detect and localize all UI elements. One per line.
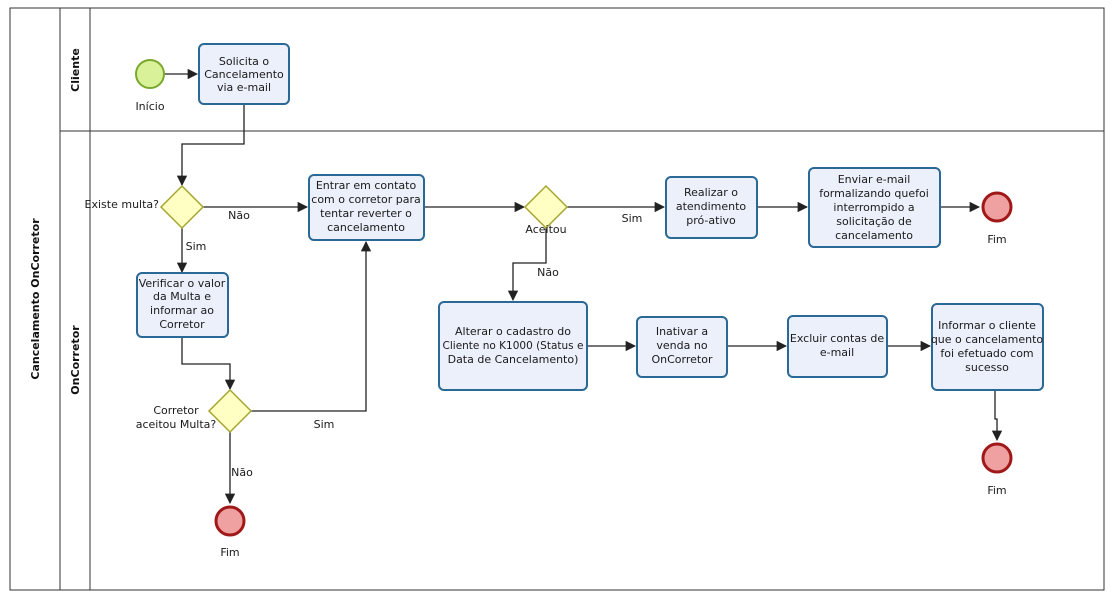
edge-label-existe-sim: Sim [186,240,207,253]
task-text-line: Cliente no K1000 (Status e [443,340,584,352]
task-text-line: atendimento [676,200,747,213]
end-event-label-3: Fim [987,484,1006,497]
edge-labels: Não Sim Sim Não Sim Não [186,209,643,479]
task-text-line: Corretor [159,318,205,331]
gateway-corretor-aceitou-label-1: Corretor [153,404,199,417]
edge-label-existe-nao: Não [228,209,250,222]
task-text-line: Solicita o [219,55,269,68]
flow-aceitou-alterar [507,228,547,302]
gateway-aceitou[interactable] [523,184,569,230]
task-verificar-multa[interactable]: Verificar o valor da Multa e informar ao… [136,272,229,338]
task-realizar-atendimento[interactable]: Realizar o atendimento pró-ativo [665,176,758,239]
task-box[interactable] [308,174,425,241]
gateway-existe-multa-label: Existe multa? [85,198,160,211]
end-event-fim-1[interactable] [214,505,246,537]
lane-title-oncorretor: OnCorretor [69,325,82,395]
task-text-line: formalizando quefoi [819,187,929,200]
end-event-fim-3[interactable] [981,442,1013,474]
task-enviar-email[interactable]: Enviar e-mail formalizando quefoi interr… [808,167,941,248]
flow-corretor-entrar [250,240,372,412]
task-box[interactable] [931,303,1044,391]
task-text-line: cancelamento [327,221,405,234]
task-text-line: Alterar o cadastro do [455,325,571,338]
task-text-line: Cancelamento [204,68,284,81]
task-text-line: interrompido a [833,201,914,214]
events: Início Fim Fim Fim [135,59,1013,559]
task-text-line: Excluir contas de [790,332,884,345]
task-text-line: informar ao [150,304,214,317]
task-box[interactable] [198,43,290,105]
end-event-label-1: Fim [220,546,239,559]
task-text-line: foi efetuado com [940,347,1033,360]
task-text-line: e-mail [820,346,854,359]
start-event-label: Início [135,100,164,113]
task-box[interactable] [438,301,588,391]
task-text-line: que o cancelamento [931,333,1044,346]
task-text-line: da Multa e [153,290,211,303]
task-box[interactable] [136,272,229,338]
task-alterar-cadastro[interactable]: Alterar o cadastro do Cliente no K1000 (… [438,301,588,391]
task-box[interactable] [665,176,758,239]
edge-label-aceitou-sim: Sim [622,212,643,225]
flow-verificar-corretor [181,338,236,391]
pool-title: Cancelamento OnCorretor [29,218,42,380]
gateway-aceitou-label: Aceitou [525,223,566,236]
task-text-line: Enviar e-mail [838,173,911,186]
task-text-line: Data de Cancelamento) [448,353,579,366]
task-box[interactable] [636,316,728,378]
gateways: Existe multa? Corretor aceitou Multa? Ac… [85,184,569,434]
task-text-line: OnCorretor [652,353,713,366]
task-text-line: cancelamento [835,229,913,242]
task-text-line: tentar reverter o [320,207,412,220]
tasks: Solicita o Cancelamento via e-mail Verif… [136,43,1044,391]
task-text-line: Realizar o [684,186,738,199]
task-text-line: solicitação de [836,215,912,228]
end-event-label-2: Fim [987,233,1006,246]
task-excluir-contas[interactable]: Excluir contas de e-mail [787,315,888,378]
start-event[interactable] [135,59,165,89]
edge-label-corretor-nao: Não [231,466,253,479]
task-text-line: venda no [656,339,707,352]
task-text-line: sucesso [965,361,1009,374]
task-text-line: Entrar em contato [316,179,417,192]
edge-label-corretor-sim: Sim [314,418,335,431]
end-event-fim-2[interactable] [981,191,1013,223]
gateway-corretor-aceitou[interactable] [207,388,253,434]
task-text-line: Inativar a [656,325,708,338]
sequence-flows [165,68,1003,505]
task-text-line: Informar o cliente [938,319,1036,332]
flow-informar-fim [991,391,1003,442]
task-text-line: com o corretor para [311,193,420,206]
task-box[interactable] [787,315,888,378]
flow-solicita-existe [176,104,245,187]
task-text-line: Verificar o valor [139,277,226,290]
edge-label-aceitou-nao: Não [537,266,559,279]
task-text-line: via e-mail [217,81,271,94]
task-box[interactable] [808,167,941,248]
lane-title-cliente: Cliente [69,48,82,92]
task-informar-cliente[interactable]: Informar o cliente que o cancelamento fo… [931,303,1044,391]
task-solicita-cancelamento[interactable]: Solicita o Cancelamento via e-mail [198,43,290,105]
task-inativar-venda[interactable]: Inativar a venda no OnCorretor [636,316,728,378]
task-entrar-contato[interactable]: Entrar em contato com o corretor para te… [308,174,425,241]
gateway-existe-multa[interactable] [159,184,205,230]
gateway-corretor-aceitou-label-2: aceitou Multa? [136,418,217,431]
task-text-line: pró-ativo [686,214,736,227]
